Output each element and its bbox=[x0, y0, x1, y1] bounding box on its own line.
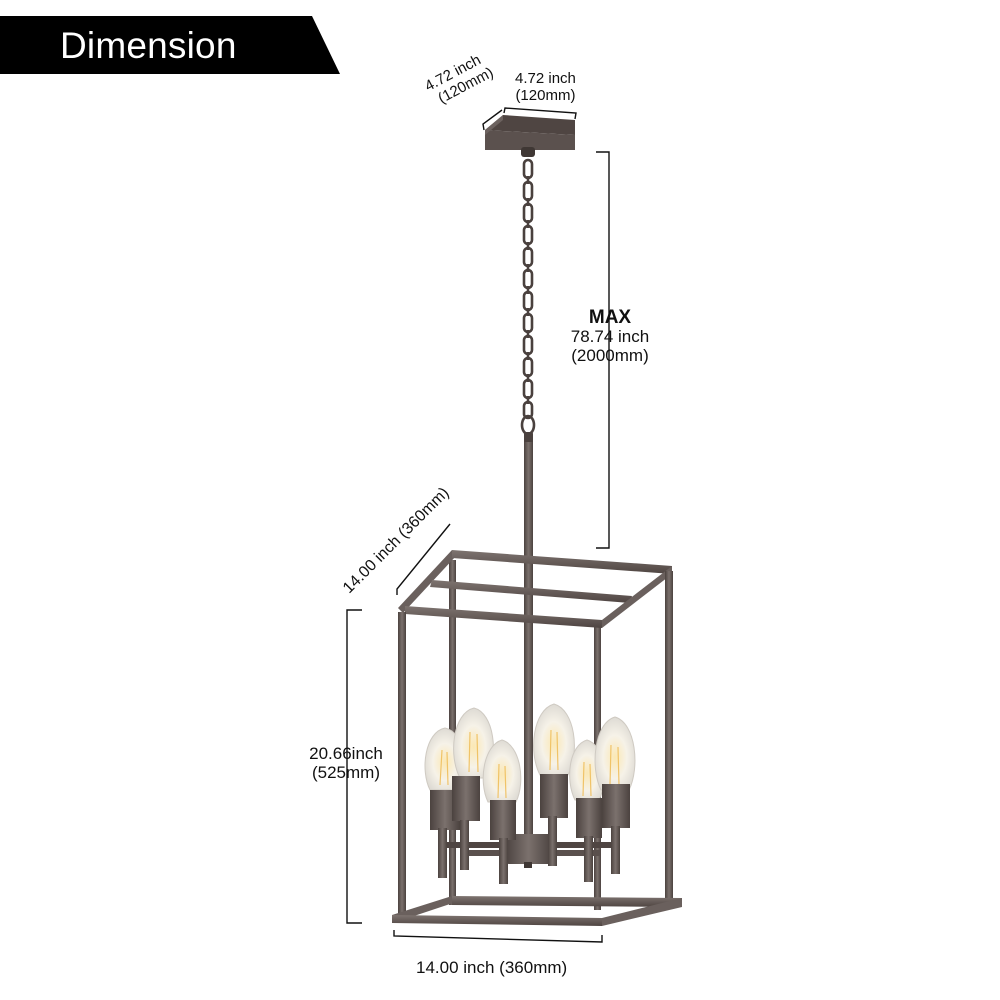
downrod bbox=[524, 442, 533, 842]
chain bbox=[520, 158, 536, 436]
cage-width-label: 14.00 inch (360mm) bbox=[416, 958, 568, 977]
canopy-width-mm: (120mm) bbox=[515, 87, 576, 104]
max-height-label: MAX 78.74 inch (2000mm) bbox=[562, 308, 658, 365]
cage-height-inch: 20.66inch bbox=[309, 744, 383, 763]
light-hub bbox=[440, 834, 615, 868]
banner-title: Dimension bbox=[60, 25, 237, 66]
dimension-lines bbox=[346, 107, 610, 943]
canopy bbox=[485, 115, 575, 157]
bulbs bbox=[424, 703, 636, 803]
canopy-width-label: 4.72 inch (120mm) bbox=[515, 70, 576, 104]
cage-height-mm: (525mm) bbox=[311, 763, 380, 782]
sockets bbox=[430, 774, 630, 884]
cage-height-label: 20.66inch (525mm) bbox=[302, 744, 390, 782]
dimension-banner bbox=[0, 16, 340, 74]
max-height-inch: 78.74 inch bbox=[570, 327, 650, 346]
max-height-mm: (2000mm) bbox=[571, 346, 649, 365]
max-label: MAX bbox=[588, 307, 632, 328]
canopy-width-inch: 4.72 inch bbox=[515, 70, 576, 87]
chain-hook bbox=[524, 432, 533, 444]
